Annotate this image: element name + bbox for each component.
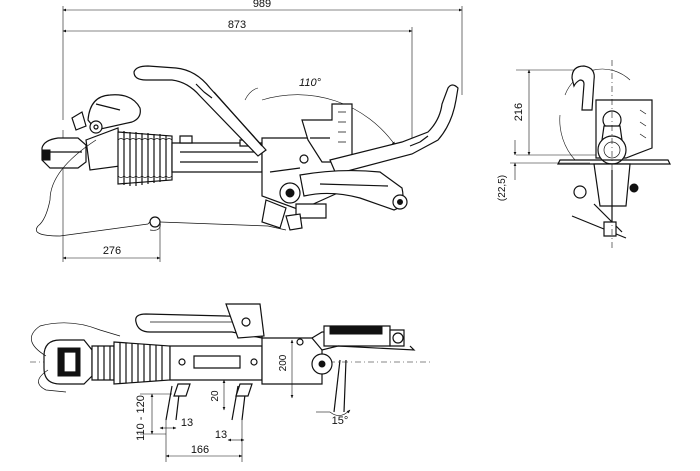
top-view: 200 20 110 - 120 13 13 166: [30, 303, 430, 462]
angle-15-label: 15°: [332, 415, 349, 427]
top-bellows: [113, 341, 171, 385]
side-view: 989 873 276 110°: [36, 0, 463, 262]
dim-200: 200: [278, 339, 294, 399]
dim-13-b-label: 13: [215, 429, 227, 441]
drawbar-housing: [171, 103, 353, 231]
dim-166: 166: [165, 420, 243, 462]
dim-110-120-label: 110 - 120: [135, 395, 147, 441]
angle-15: 15°: [316, 409, 351, 427]
dim-22-5: (22,5): [497, 140, 590, 201]
damper-arm: [299, 169, 408, 211]
dim-873-label: 873: [228, 19, 246, 31]
dim-989: 989: [62, 0, 463, 120]
top-mounting-bars: [165, 359, 347, 421]
dim-20-label: 20: [210, 390, 221, 402]
end-view-handle: [571, 65, 595, 111]
end-view: 216 (22,5): [497, 60, 671, 250]
top-lever: [135, 303, 265, 339]
dim-13-a-label: 13: [181, 417, 193, 429]
top-drawbar: [169, 331, 339, 385]
top-coupling-head: [31, 322, 121, 393]
dim-22-5-label: (22,5): [497, 175, 508, 201]
dim-276: 276: [62, 130, 161, 262]
dim-216-label: 216: [513, 103, 525, 121]
dim-20: 20: [210, 379, 226, 411]
angle-110: 110°: [244, 77, 396, 146]
dim-13-b: 13: [215, 429, 245, 442]
brake-lever-down: [133, 65, 267, 157]
breakaway-cable: [36, 139, 287, 237]
dim-13-a: 13: [159, 417, 193, 430]
dim-216: 216: [513, 69, 600, 156]
dim-200-label: 200: [278, 354, 289, 371]
dim-166-label: 166: [191, 444, 209, 456]
dim-110-120: 110 - 120: [135, 393, 172, 441]
bellows: [117, 131, 173, 186]
dim-873: 873: [62, 19, 413, 150]
brake-lever-up: [329, 84, 459, 175]
end-view-body: [557, 60, 671, 250]
angle-110-label: 110°: [299, 77, 322, 89]
top-damper: [323, 325, 416, 351]
dim-276-label: 276: [103, 245, 121, 257]
dim-989-label: 989: [253, 0, 271, 10]
coupling-head: [41, 94, 141, 171]
